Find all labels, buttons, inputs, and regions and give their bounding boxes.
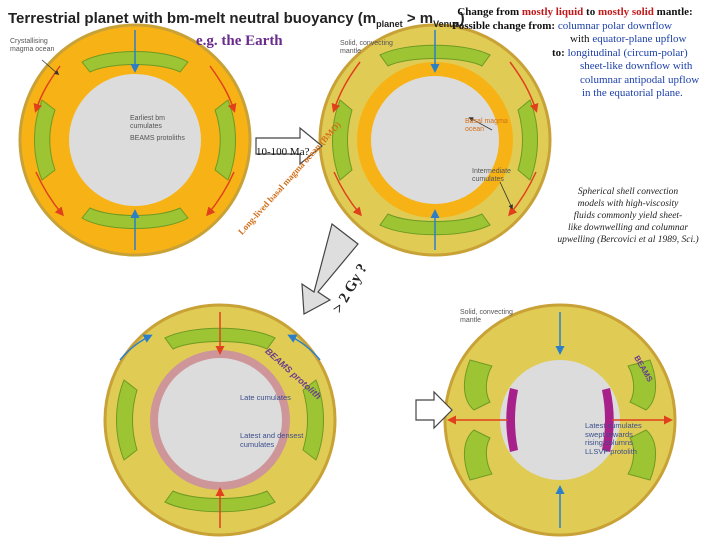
spherical-shell-note: Spherical shell convection models with h…	[536, 186, 720, 246]
panel-1-magma-ocean	[18, 23, 252, 257]
change-line-3: with equator-plane upflow	[570, 33, 687, 45]
change-line-6: columnar antipodal upflow	[580, 73, 700, 86]
change-line-4: to: longitudinal (circum-polar)	[552, 46, 688, 59]
note-line-1: Spherical shell convection	[577, 187, 679, 197]
change-description: Change from mostly liquid to mostly soli…	[430, 6, 720, 101]
late-cumulates-label: Late cumulates	[240, 393, 291, 402]
note-line-2: models with high-viscosity	[577, 199, 679, 209]
note-line-4: like downwelling and columnar	[567, 223, 689, 233]
note-line-5: upwelling (Bercovici et al 1989, Sci.)	[557, 235, 699, 245]
change-line-2: Possible change from: columnar polar dow…	[452, 19, 673, 32]
transition-arrow-right-2	[415, 390, 453, 430]
change-line-7: in the equatorial plane.	[582, 87, 683, 99]
panel-4-llsvp	[443, 303, 677, 537]
transition-arrow-right-1	[255, 126, 323, 166]
note-line-3: fluids commonly yield sheet-	[573, 211, 683, 221]
change-line-5: sheet-like downflow with	[580, 60, 693, 72]
earth-example-label: e.g. the Earth	[196, 33, 283, 49]
change-line-1: Change from mostly liquid to mostly soli…	[457, 6, 693, 18]
time-label-1: 10-100 Ma?	[256, 146, 310, 158]
transition-arrow-diagonal	[301, 222, 359, 315]
page-title: Terrestrial planet with bm-melt neutral …	[8, 10, 465, 29]
panel-2-basal-magma-ocean	[318, 23, 552, 257]
panel-3-late-cumulates	[103, 303, 337, 537]
